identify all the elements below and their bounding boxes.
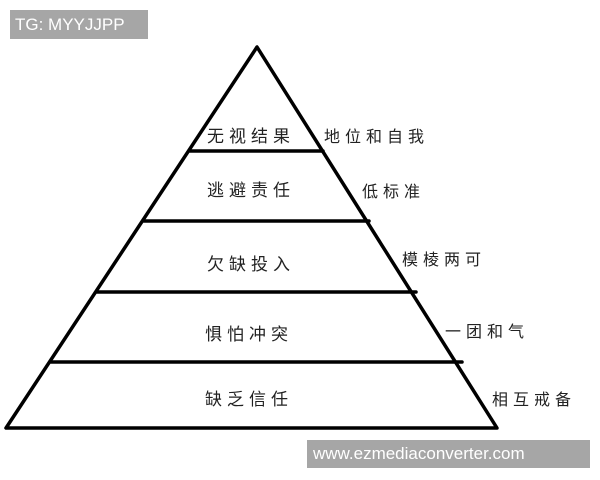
level-5-side-label: 相互戒备 [492, 390, 577, 409]
level-2-label: 逃避责任 [207, 181, 295, 201]
level-2-side-label: 低标准 [362, 182, 426, 201]
level-3-label: 欠缺投入 [207, 255, 295, 275]
level-3-side-label: 模棱两可 [402, 250, 487, 269]
watermark-top: TG: MYYJJPP [10, 10, 148, 39]
level-1-side-label: 地位和自我 [324, 127, 430, 146]
watermark-bottom: www.ezmediaconverter.com [307, 440, 590, 468]
level-1-label: 无视结果 [207, 127, 295, 147]
level-5-label: 缺乏信任 [205, 390, 293, 410]
pyramid-outline [4, 45, 499, 430]
level-4-label: 惧怕冲突 [205, 325, 293, 345]
level-4-side-label: 一团和气 [445, 322, 530, 341]
